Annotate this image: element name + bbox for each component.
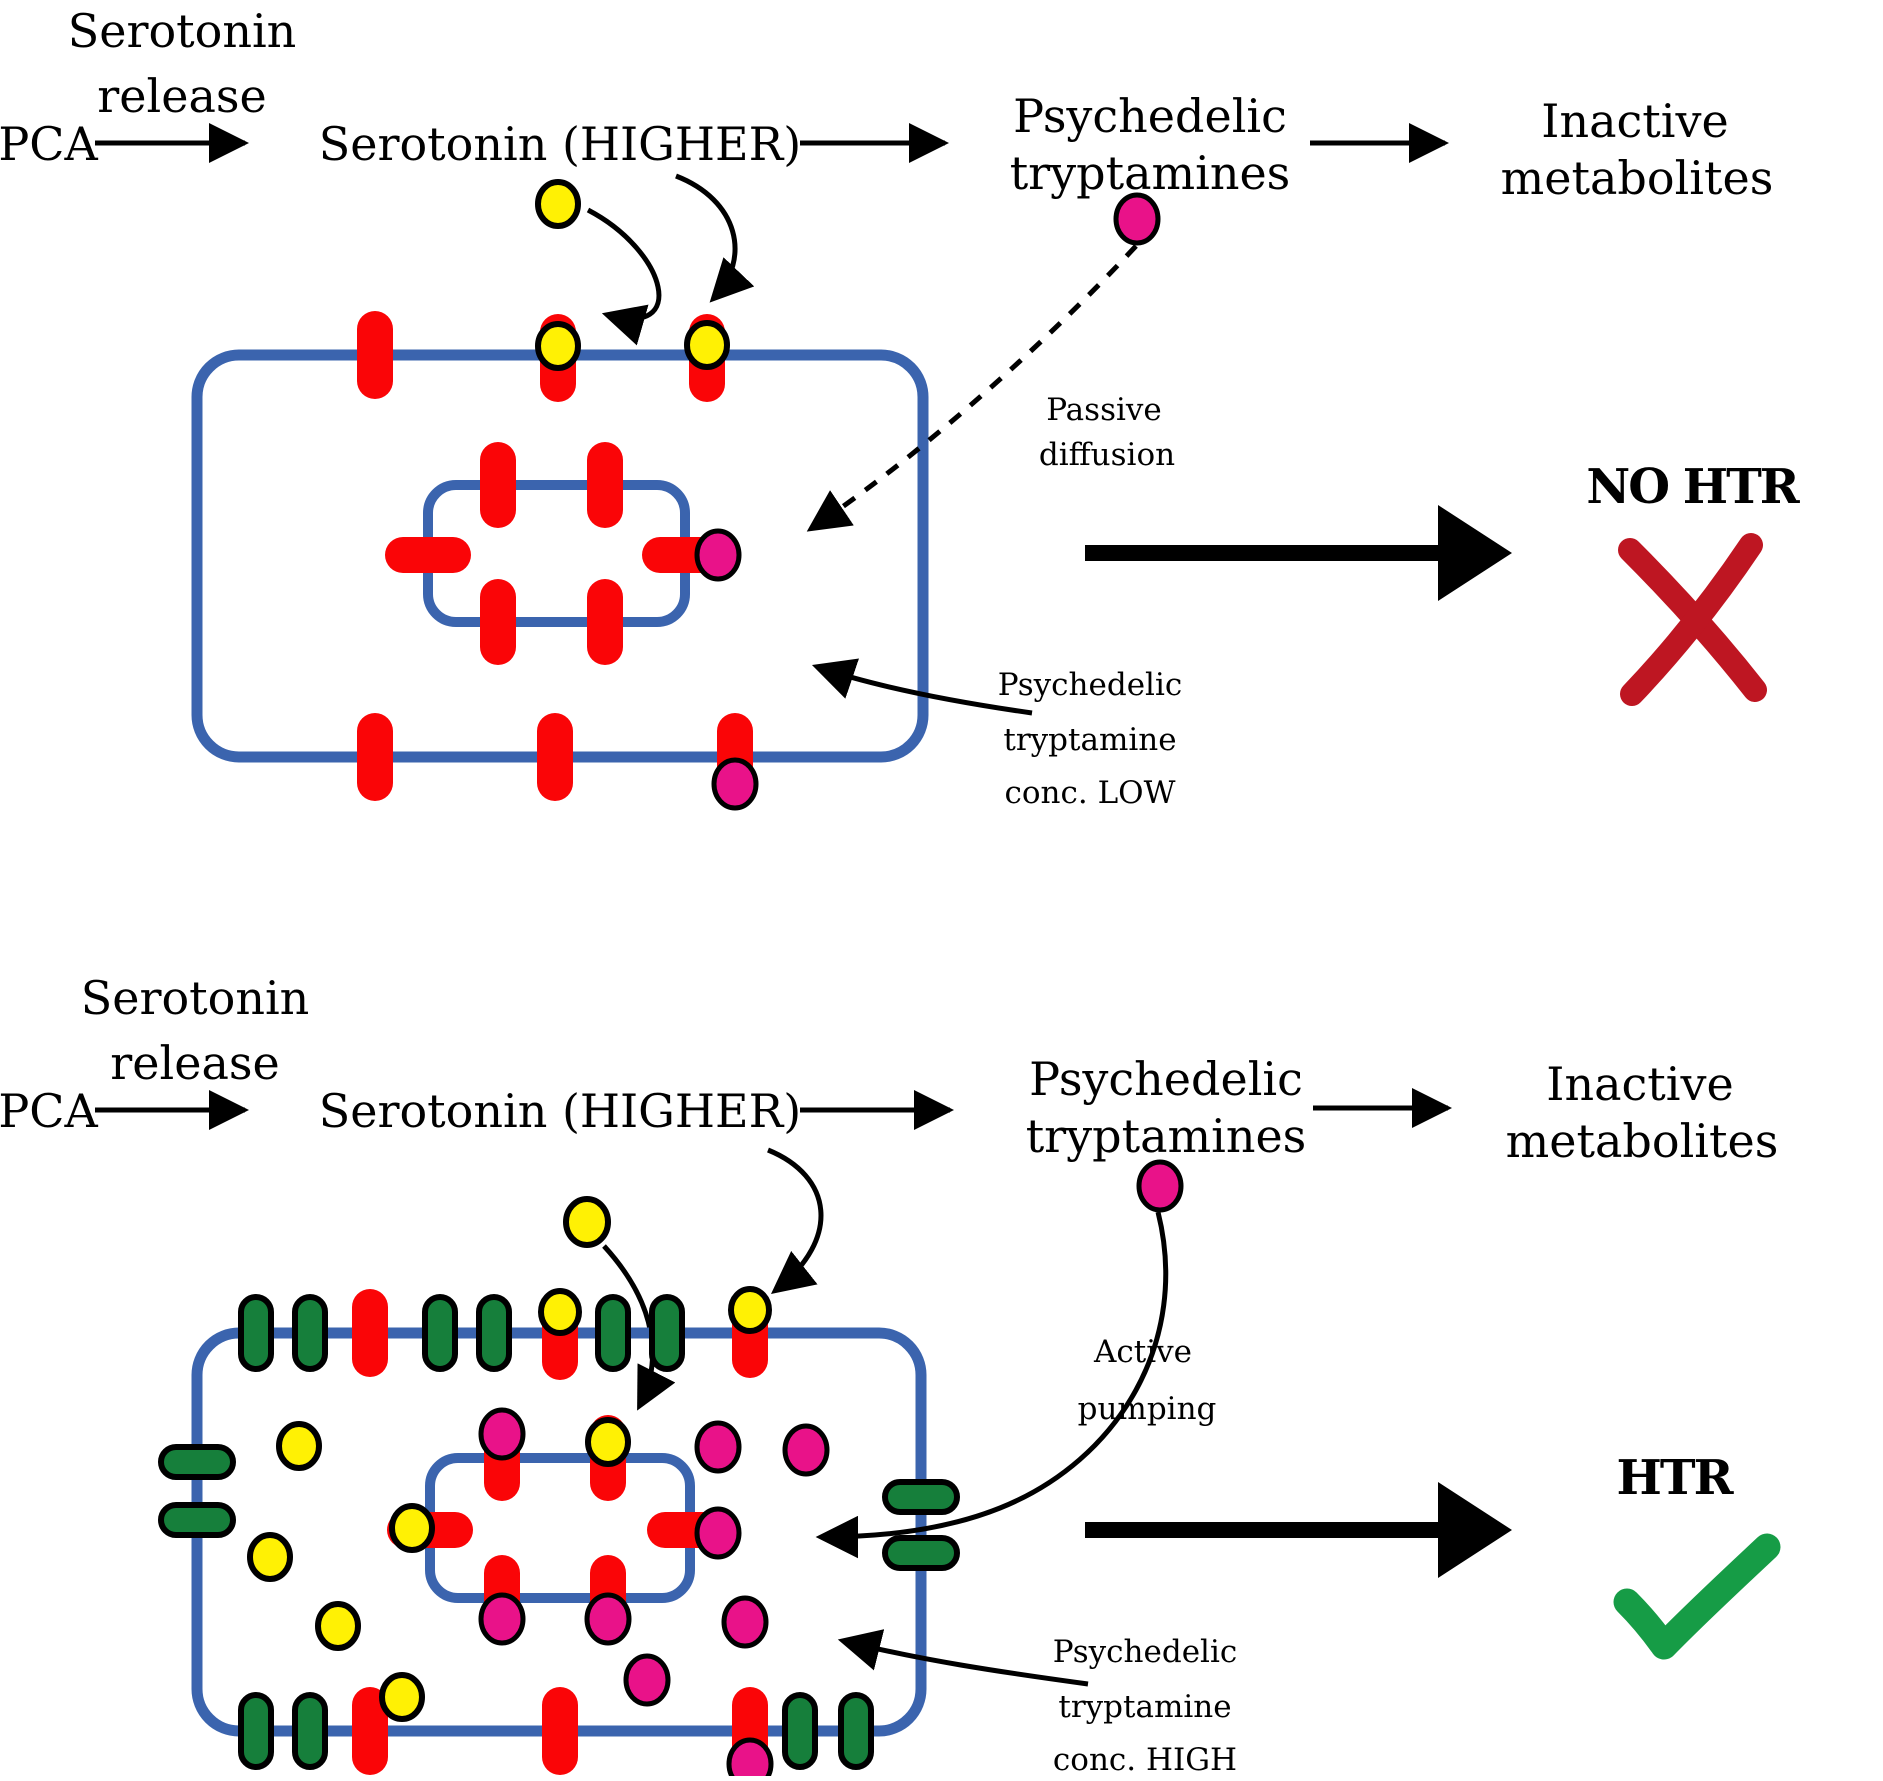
serotonin-molecule (535, 321, 581, 371)
pump-transporter (422, 1294, 458, 1372)
serotonin-higher-label: Serotonin (HIGHER) (319, 1084, 801, 1138)
conc-label-line3: conc. LOW (1005, 775, 1176, 811)
tryptamine-molecule (584, 1592, 632, 1646)
passive-diffusion-label-line2: diffusion (1039, 437, 1175, 473)
serotonin-release-label-line1: Serotonin (68, 4, 297, 58)
serotonin-molecule (684, 320, 730, 370)
active-pumping-label-line1: Active (1093, 1334, 1192, 1370)
x-mark-icon (1618, 533, 1767, 706)
sert-transporter (357, 713, 393, 801)
conc-pointer-arrow (837, 1629, 1089, 1687)
tryptamine-molecule (694, 1420, 742, 1474)
sert-transporter (352, 1687, 388, 1775)
inactive-metabolites-label-line2: metabolites (1506, 1114, 1779, 1168)
cell-membrane (191, 349, 929, 763)
tryptamine-molecule (694, 1506, 742, 1560)
pump-transporter (882, 1479, 960, 1515)
conc-label-line2: tryptamine (1058, 1689, 1231, 1725)
conc-label-line3: conc. HIGH (1053, 1742, 1237, 1776)
serotonin-molecule (315, 1601, 361, 1651)
serotonin-molecule (563, 1196, 611, 1248)
tryptamine-molecule (711, 757, 759, 811)
sert-transporter (542, 1687, 578, 1775)
tryptamine-molecule (1113, 192, 1161, 246)
tryptamine-molecule (623, 1653, 671, 1707)
serotonin-uptake-arrow (675, 173, 755, 303)
pump-transporter (158, 1502, 236, 1538)
outcome-arrowhead (1438, 1482, 1512, 1578)
serotonin-release-label-line1: Serotonin (81, 971, 310, 1025)
outcome-arrowhead (1438, 505, 1512, 601)
serotonin-molecule (247, 1532, 293, 1582)
psychedelic-tryptamines-label-line2: tryptamines (1026, 1109, 1307, 1163)
pump-transporter (476, 1294, 512, 1372)
serotonin-recycle-arrow (586, 207, 662, 346)
cell-membrane (191, 1327, 927, 1737)
pump-transporter (238, 1692, 274, 1770)
serotonin-molecule (538, 1288, 582, 1336)
vesicle-transporter (480, 442, 516, 528)
tryptamine-molecule (782, 1423, 830, 1477)
outcome-label: HTR (1617, 1450, 1735, 1506)
pca-label: PCA (0, 117, 98, 171)
sert-transporter (357, 311, 393, 399)
pca-label: PCA (0, 1084, 98, 1138)
tryptamine-molecule (726, 1737, 774, 1781)
pump-transporter (838, 1692, 874, 1770)
serotonin-molecule (276, 1421, 322, 1471)
passive-diffusion-label-line1: Passive (1046, 392, 1162, 428)
vesicle-transporter (385, 537, 471, 573)
serotonin-molecule (535, 179, 581, 229)
vesicle-transporter (587, 442, 623, 528)
pump-transporter (649, 1294, 685, 1372)
pump-transporter (292, 1294, 328, 1372)
serotonin-uptake-arrow (767, 1147, 824, 1294)
pump-transporter (238, 1294, 274, 1372)
psychedelic-tryptamines-label-line2: tryptamines (1010, 146, 1291, 200)
serotonin-release-label-line2: release (97, 69, 266, 123)
serotonin-molecule (585, 1417, 631, 1467)
vesicle-transporter (480, 579, 516, 665)
pump-transporter (782, 1692, 818, 1770)
pump-transporter (158, 1444, 236, 1480)
pump-transporter (882, 1535, 960, 1571)
tryptamine-molecule (478, 1592, 526, 1646)
inactive-metabolites-label-line1: Inactive (1546, 1057, 1733, 1111)
serotonin-release-label-line2: release (110, 1036, 279, 1090)
active-pumping-label-line2: pumping (1078, 1391, 1217, 1427)
serotonin-molecule (389, 1503, 435, 1553)
outcome-label: NO HTR (1586, 459, 1800, 515)
conc-pointer-arrow (811, 658, 1033, 716)
conc-label-line2: tryptamine (1003, 722, 1176, 758)
pump-transporter (292, 1692, 328, 1770)
inactive-metabolites-label-line1: Inactive (1541, 94, 1728, 148)
inactive-metabolites-label-line2: metabolites (1501, 151, 1774, 205)
sert-transporter (352, 1289, 388, 1377)
passive-diffusion-arrow (806, 244, 1138, 532)
panel-htr: Serotonin release PCA Serotonin (HIGHER)… (0, 971, 1781, 1781)
vesicle-transporter (587, 579, 623, 665)
conc-label-line1: Psychedelic (1053, 1634, 1238, 1670)
serotonin-higher-label: Serotonin (HIGHER) (319, 117, 801, 171)
serotonin-molecule (728, 1286, 772, 1334)
tryptamine-molecule (694, 528, 742, 582)
panel-no-htr: Serotonin release PCA Serotonin (HIGHER)… (0, 4, 1803, 811)
tryptamine-molecule (478, 1407, 526, 1461)
tryptamine-molecule (721, 1595, 769, 1649)
pump-transporter (595, 1294, 631, 1372)
check-mark-icon (1613, 1533, 1781, 1660)
conc-label-line1: Psychedelic (998, 667, 1183, 703)
psychedelic-tryptamines-label-line1: Psychedelic (1013, 89, 1287, 143)
psychedelic-tryptamines-label-line1: Psychedelic (1029, 1052, 1303, 1106)
sert-transporter (537, 713, 573, 801)
active-pumping-arrow (815, 1211, 1169, 1559)
tryptamine-molecule (1136, 1159, 1184, 1213)
serotonin-molecule (379, 1672, 425, 1722)
